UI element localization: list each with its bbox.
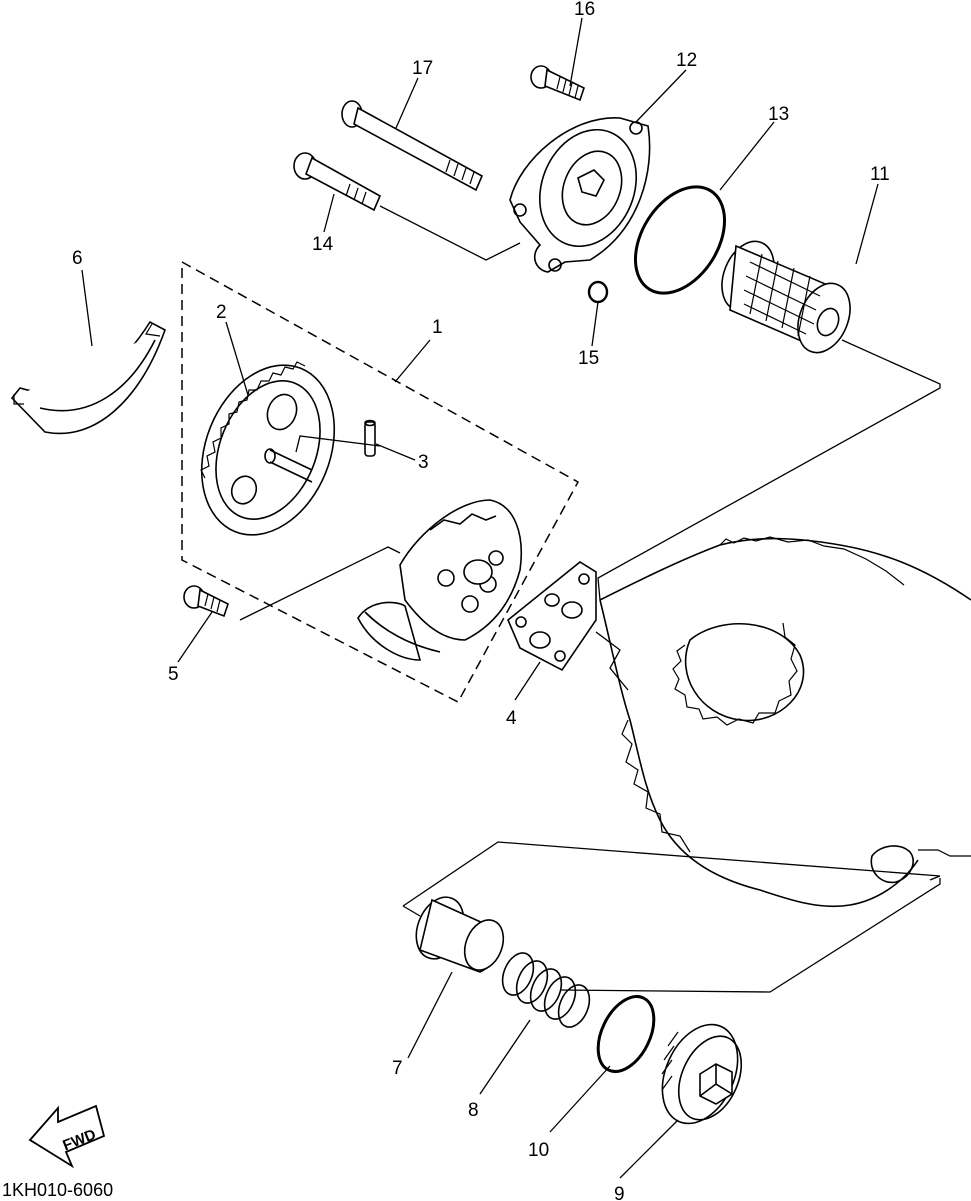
part-label-6: 6	[72, 248, 83, 269]
engine-case-outline	[599, 536, 971, 908]
small-o-ring	[587, 280, 609, 304]
part-label-7: 7	[392, 1058, 403, 1079]
drawing-code: 1KH010-6060	[2, 1180, 113, 1200]
oil-filter-cover	[509, 117, 651, 273]
part-label-2: 2	[216, 302, 227, 323]
relief-valve	[415, 896, 505, 973]
oil-pump-assembly-boundary	[181, 260, 580, 704]
dowel-pin	[364, 419, 376, 457]
oil-pump-body	[357, 499, 522, 661]
part-label-11: 11	[870, 164, 890, 185]
drain-plug	[661, 1023, 743, 1125]
plug-o-ring	[596, 995, 656, 1073]
part-label-8: 8	[468, 1100, 479, 1121]
oil-pump-gear	[200, 361, 336, 536]
part-label-13: 13	[768, 104, 789, 125]
part-label-9: 9	[614, 1184, 625, 1201]
relief-spring	[501, 952, 591, 1028]
oil-filter-element	[721, 240, 851, 354]
part-label-14: 14	[312, 234, 334, 255]
part-label-4: 4	[506, 708, 517, 729]
pump-gasket	[507, 561, 597, 672]
part-label-3: 3	[418, 452, 429, 473]
medium-bolt	[293, 152, 382, 212]
part-label-16: 16	[574, 0, 595, 20]
long-bolt	[341, 100, 484, 192]
cover-bolt	[530, 65, 585, 102]
part-label-1: 1	[432, 317, 443, 338]
part-label-5: 5	[168, 664, 179, 685]
part-label-15: 15	[578, 348, 599, 369]
screw-short	[183, 585, 229, 618]
part-label-12: 12	[676, 50, 697, 71]
part-label-10: 10	[528, 1140, 549, 1161]
forward-arrow-icon: FWD	[28, 1104, 106, 1169]
part-label-17: 17	[412, 58, 433, 79]
part-number-labels: 1 2 3 4 5 6 7 8 9 10 11 12 13 14 15 16 1…	[72, 0, 890, 1201]
half-bearing	[10, 320, 167, 435]
large-o-ring	[633, 185, 727, 295]
leader-lines	[81, 17, 941, 1179]
